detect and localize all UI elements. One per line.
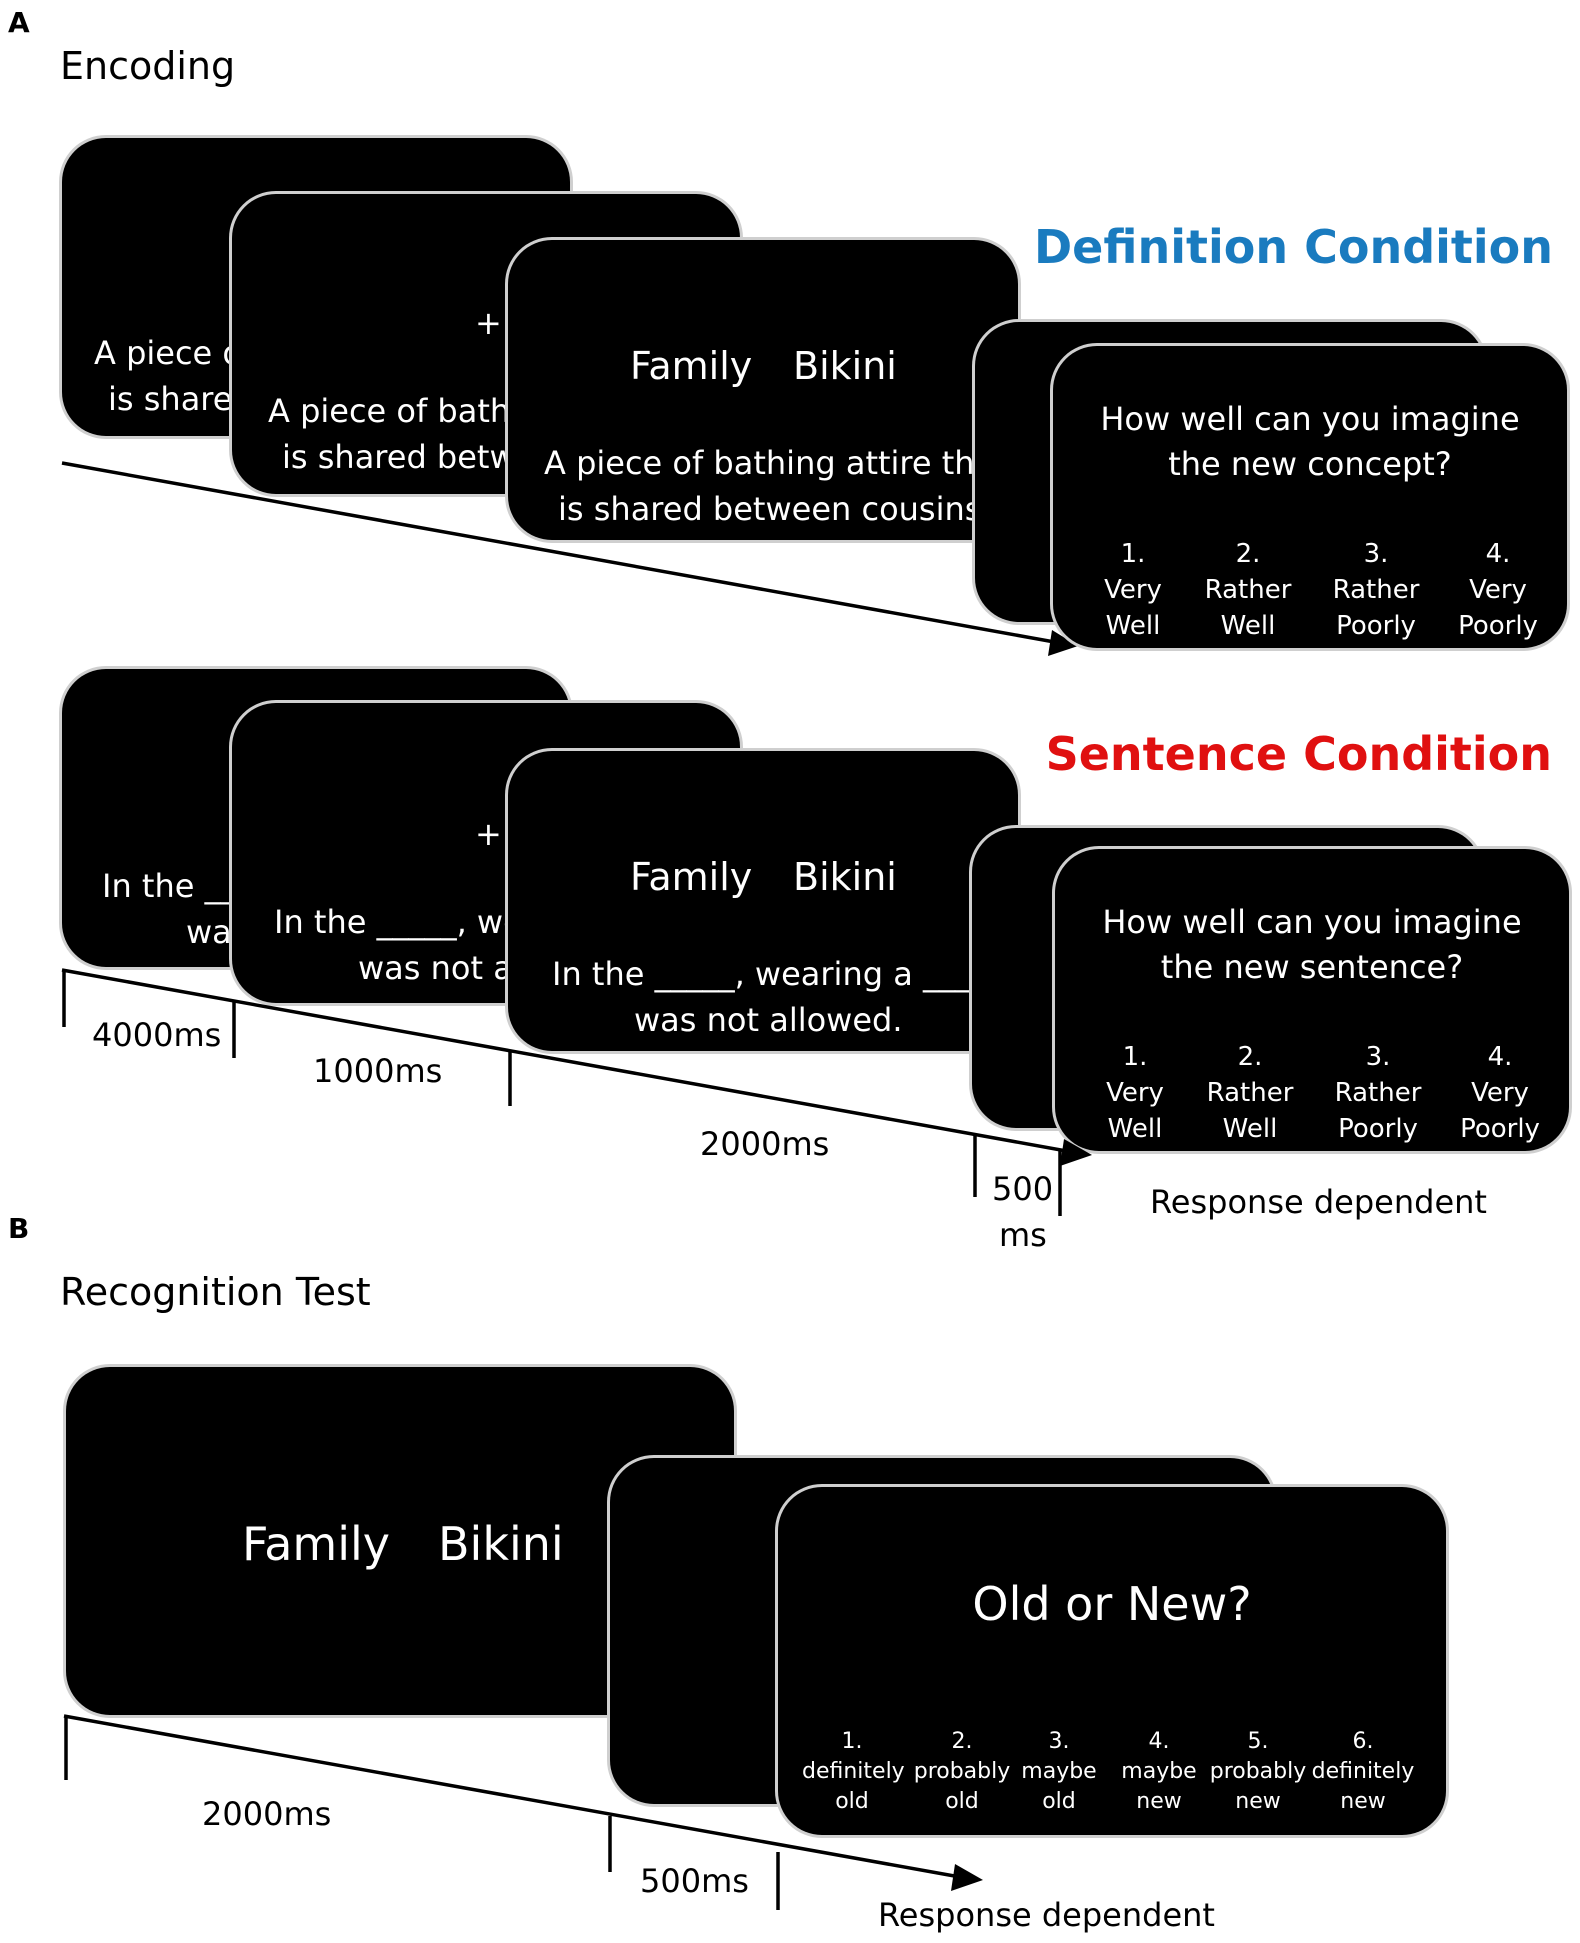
timing-500ms-unit: ms — [999, 1216, 1047, 1254]
panel-a-letter: A — [8, 6, 30, 39]
definition-condition-label: Definition Condition — [1033, 220, 1553, 274]
recognition-timing-500ms: 500ms — [640, 1862, 749, 1900]
sentence-option-4: 4. Very Poorly — [1460, 1042, 1540, 1144]
recognition-cue-word-2: Bikini — [438, 1517, 564, 1571]
sentence-rating-screen: How well can you imagine the new sentenc… — [1055, 849, 1569, 1151]
recognition-title: Recognition Test — [60, 1270, 371, 1314]
recognition-cue-word-1: Family — [242, 1517, 391, 1571]
definition-cue-word-2: Bikini — [793, 344, 897, 388]
panel-b-letter: B — [8, 1212, 30, 1245]
recognition-option-4: 4. maybe new — [1121, 1729, 1197, 1814]
recognition-option-2: 2. probably old — [913, 1729, 1011, 1814]
sentence-screen-1-line-2: wa — [186, 913, 232, 951]
recognition-option-3: 3. maybe old — [1021, 1729, 1097, 1814]
definition-option-3: 3. Rather Poorly — [1332, 539, 1420, 641]
recognition-option-1: 1. definitely old — [802, 1729, 905, 1814]
definition-cue-word-1: Family — [630, 344, 753, 388]
sentence-option-2: 2. Rather Well — [1206, 1042, 1294, 1144]
sentence-screen-3-line-2: was not allowed. — [634, 1001, 903, 1039]
sentence-screen-2-line-2: was not a — [358, 949, 513, 987]
definition-screen-1-line-2: is share — [108, 380, 233, 418]
definition-option-2: 2. Rather Well — [1204, 539, 1292, 641]
sentence-option-1: 1. Very Well — [1106, 1042, 1164, 1144]
definition-screen-3-line-2: is shared between cousins. — [558, 490, 992, 528]
definition-option-4: 4. Very Poorly — [1458, 539, 1538, 641]
sentence-option-3: 3. Rather Poorly — [1334, 1042, 1422, 1144]
encoding-title: Encoding — [60, 44, 236, 88]
sentence-cue-word-2: Bikini — [793, 855, 897, 899]
timing-4000ms: 4000ms — [92, 1016, 222, 1054]
definition-question-line-2: the new concept? — [1168, 445, 1452, 483]
definition-option-1: 1. Very Well — [1104, 539, 1162, 641]
sentence-question-line-1: How well can you imagine — [1102, 903, 1522, 941]
recognition-timing-response-dependent: Response dependent — [878, 1896, 1215, 1934]
sentence-fixation-cross: + — [475, 815, 502, 853]
definition-screen-3: Family Bikini A piece of bathing attire … — [508, 240, 1018, 540]
timing-2000ms: 2000ms — [700, 1125, 830, 1163]
definition-screen-1-line-1: A piece o — [94, 334, 242, 372]
recognition-rating-screen: Old or New? 1. definitely old 2. probabl… — [778, 1487, 1446, 1835]
recognition-option-6: 6. definitely new — [1311, 1729, 1415, 1814]
definition-fixation-cross: + — [475, 304, 502, 342]
timing-response-dependent-a: Response dependent — [1150, 1183, 1487, 1221]
old-or-new-question: Old or New? — [972, 1577, 1252, 1631]
timing-500ms-value: 500 — [992, 1170, 1054, 1208]
sentence-question-line-2: the new sentence? — [1160, 948, 1464, 986]
sentence-condition-label: Sentence Condition — [1045, 727, 1552, 781]
definition-question-line-1: How well can you imagine — [1100, 400, 1520, 438]
definition-rating-screen: How well can you imagine the new concept… — [1053, 346, 1567, 648]
definition-screen-2-line-2: is shared betw — [282, 438, 516, 476]
sentence-cue-word-1: Family — [630, 855, 753, 899]
recognition-timing-2000ms: 2000ms — [202, 1795, 332, 1833]
recognition-option-5: 5. probably new — [1209, 1729, 1307, 1814]
timing-1000ms: 1000ms — [313, 1052, 443, 1090]
definition-screen-2-line-1: A piece of bathi — [268, 392, 520, 430]
